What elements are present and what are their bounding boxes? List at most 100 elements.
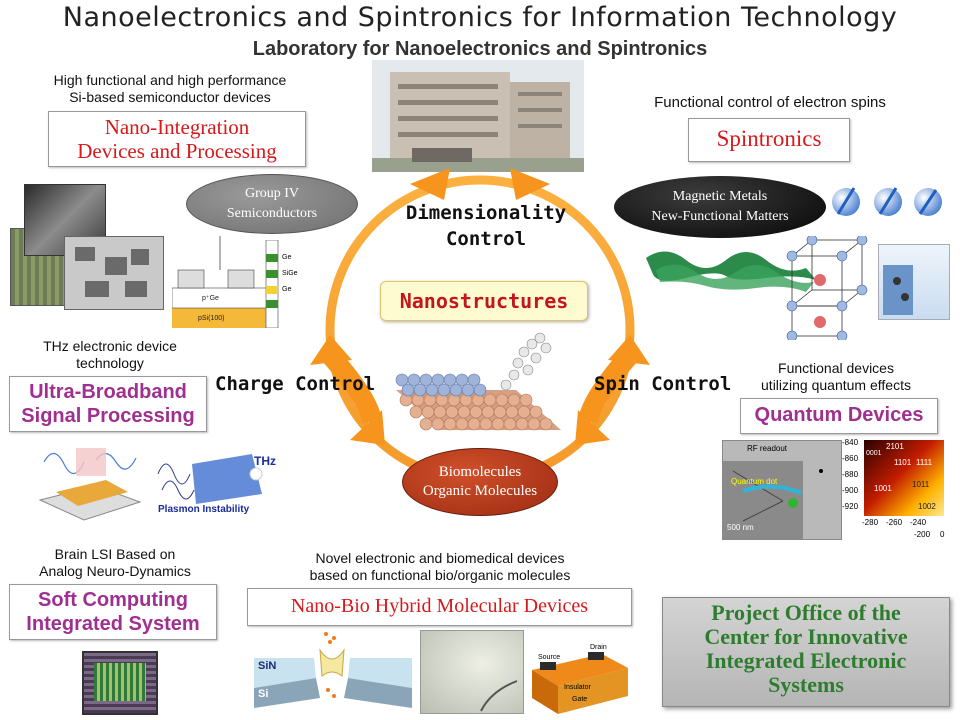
gate-label: Gate xyxy=(572,696,588,703)
page-title: Nanoelectronics and Spintronics for Info… xyxy=(62,2,898,33)
y-tick-3: -900 xyxy=(842,486,859,495)
nano-integration-title-1: Nano-Integration xyxy=(104,115,250,139)
y-tick-4: -920 xyxy=(842,502,859,511)
x2-tick-0: -200 xyxy=(914,530,931,539)
soft-caption-2: Analog Neuro-Dynamics xyxy=(39,563,191,579)
ultra-title-1: Ultra-Broadband xyxy=(29,381,187,403)
nanobio-title-box: Nano-Bio Hybrid Molecular Devices xyxy=(247,588,632,626)
soft-caption-1: Brain LSI Based on xyxy=(54,546,176,562)
substrate-label: pSi(100) xyxy=(198,315,225,322)
magnetic-metals-line-1: Magnetic Metals xyxy=(672,189,768,204)
quantum-caption-1: Functional devices xyxy=(778,360,894,376)
biomolecules-line-2: Organic Molecules xyxy=(422,483,538,499)
quantum-devices-title-box: Quantum Devices xyxy=(740,398,938,434)
quantum-caption-2: utilizing quantum effects xyxy=(761,377,911,393)
rf-readout-label: RF readout xyxy=(747,444,788,453)
charge-map-heatmap xyxy=(864,440,944,516)
biomolecules-oval: Biomolecules Organic Molecules xyxy=(402,448,558,516)
map-label-1011: 1011 xyxy=(912,480,930,489)
scale-bar-label: 500 nm xyxy=(727,523,754,532)
project-title-1: Project Office of the xyxy=(711,600,901,625)
nanostructures-label: Nanostructures xyxy=(399,289,569,313)
nano-integration-caption: High functional and high performance Si-… xyxy=(20,72,320,106)
soft-title-2: Integrated System xyxy=(26,613,200,635)
circuit-layout xyxy=(64,236,164,310)
pge-label: p⁺Ge xyxy=(202,295,219,302)
insulator-label: Insulator xyxy=(564,684,591,691)
nano-integration-caption-2: Si-based semiconductor devices xyxy=(69,89,271,105)
nanobio-caption-1: Novel electronic and biomedical devices xyxy=(315,550,565,566)
nanopore-illustration: SiN Si xyxy=(254,628,412,712)
dimensionality-line-1: Dimensionality xyxy=(405,202,567,224)
project-title-4: Systems xyxy=(768,672,844,697)
spintronics-title: Spintronics xyxy=(716,126,822,151)
quantum-dot-label: Quantum dot xyxy=(731,477,778,486)
y-tick-2: -880 xyxy=(842,470,859,479)
soft-caption: Brain LSI Based on Analog Neuro-Dynamics xyxy=(10,546,220,580)
thz-caption: THz electronic device technology xyxy=(10,338,210,372)
thz-label: THz xyxy=(254,454,276,468)
quantum-dot-micrograph: RF readout Quantum dot 500 nm xyxy=(722,440,842,540)
spin-device-image xyxy=(878,244,950,320)
plasmon-illustration: THz Plasmon Instability xyxy=(152,444,282,520)
map-label-1001: 1001 xyxy=(874,484,892,493)
plasmon-label: Plasmon Instability xyxy=(158,504,250,515)
spin-spheres xyxy=(832,187,942,216)
x2-tick-1: 0 xyxy=(940,530,945,539)
spintronics-caption: Functional control of electron spins xyxy=(654,94,886,111)
nanobio-title: Nano-Bio Hybrid Molecular Devices xyxy=(290,595,589,617)
source-label: Source xyxy=(538,654,561,661)
y-tick-1: -860 xyxy=(842,454,859,463)
map-label-1002: 1002 xyxy=(918,502,936,511)
nano-integration-title-box: Nano-Integration Devices and Processing xyxy=(48,111,306,167)
si-label: Si xyxy=(258,688,269,700)
page-subtitle: Laboratory for Nanoelectronics and Spint… xyxy=(252,38,708,60)
group-iv-oval: Group IV Semiconductors xyxy=(186,174,358,234)
dimensionality-line-2: Control xyxy=(445,228,527,250)
map-label-0001: 0001 xyxy=(866,450,882,457)
thz-device-illustration xyxy=(36,444,144,524)
map-label-2101: 2101 xyxy=(886,442,904,451)
layer-label-ge: Ge xyxy=(282,254,292,261)
biomolecules-line-1: Biomolecules xyxy=(438,464,522,480)
map-label-1111: 1111 xyxy=(916,458,933,467)
device-cross-section: pSi(100) p⁺Ge xyxy=(171,236,269,330)
nano-integration-title-2: Devices and Processing xyxy=(77,139,277,163)
x-tick-2: -240 xyxy=(910,518,927,527)
soft-title-1: Soft Computing xyxy=(38,589,188,611)
nanostructures-box: Nanostructures xyxy=(380,281,588,321)
crystal-lattice xyxy=(786,236,868,340)
spin-control-label: Spin Control xyxy=(594,373,732,395)
bio-micrograph xyxy=(420,630,524,714)
layer-label-sige: SiGe xyxy=(282,270,298,277)
quantum-devices-title: Quantum Devices xyxy=(754,404,924,426)
x-tick-0: -280 xyxy=(862,518,879,527)
dimensionality-control-label: Dimensionality Control xyxy=(396,200,576,252)
brain-lsi-chip xyxy=(82,651,158,715)
drain-label: Drain xyxy=(590,644,607,651)
map-label-1101: 1101 xyxy=(894,458,912,467)
x-tick-1: -260 xyxy=(886,518,903,527)
nanobio-caption: Novel electronic and biomedical devices … xyxy=(250,550,630,584)
magnetic-metals-oval: Magnetic Metals New-Functional Matters xyxy=(614,176,826,238)
nano-integration-caption-1: High functional and high performance xyxy=(53,72,287,88)
building-photo xyxy=(372,60,584,172)
y-tick-0: -840 xyxy=(842,438,859,447)
molecular-transistor: Source Drain Insulator Gate xyxy=(532,640,630,714)
sin-label: SiN xyxy=(258,660,277,672)
ultra-title-2: Signal Processing xyxy=(21,405,195,427)
magnetic-metals-line-2: New-Functional Matters xyxy=(651,209,789,224)
atomic-surface-illustration xyxy=(395,332,561,431)
thz-caption-1: THz electronic device xyxy=(43,338,177,354)
quantum-caption: Functional devices utilizing quantum eff… xyxy=(736,360,936,394)
charge-stability-map: -840 -860 -880 -900 -920 2101 1101 1111 … xyxy=(842,436,952,544)
layer-stack: Ge SiGe Ge xyxy=(262,239,304,329)
thz-caption-2: technology xyxy=(76,355,144,371)
charge-control-label: Charge Control xyxy=(215,373,376,395)
soft-computing-title-box: Soft Computing Integrated System xyxy=(9,584,217,640)
spin-wave-illustration xyxy=(646,251,816,292)
project-title-2: Center for Innovative xyxy=(704,624,908,649)
project-office-box: Project Office of the Center for Innovat… xyxy=(662,597,950,707)
ultra-broadband-title-box: Ultra-Broadband Signal Processing xyxy=(9,376,207,432)
nanobio-caption-2: based on functional bio/organic molecule… xyxy=(309,567,571,583)
